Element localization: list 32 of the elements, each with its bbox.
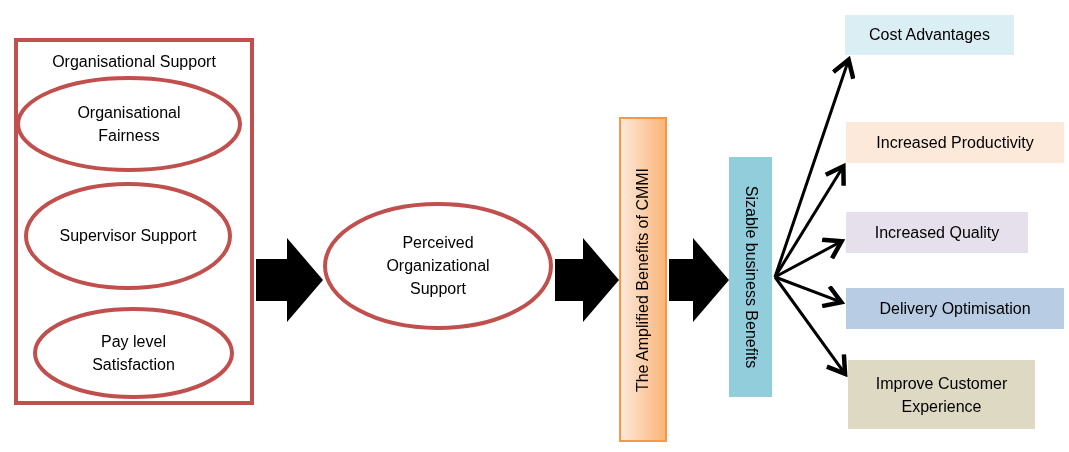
benefit-box	[846, 212, 1028, 253]
node-label: Pay level Satisfaction	[91, 331, 176, 375]
benefit-box	[846, 122, 1064, 163]
node-label: Delivery Optimisation	[878, 298, 1032, 319]
node-label: Cost Advantages	[868, 25, 991, 46]
arrow	[773, 163, 846, 278]
group-box	[14, 38, 254, 405]
block-arrow	[555, 238, 619, 322]
benefit-box	[848, 360, 1035, 429]
arrow	[773, 57, 856, 278]
node-label: Supervisor Support	[59, 226, 197, 247]
vertical-bar	[619, 117, 667, 442]
node-label: Sizable business Benefits	[741, 185, 761, 369]
ellipse-node	[24, 182, 232, 290]
benefit-box	[845, 15, 1014, 55]
ellipse-node	[16, 76, 242, 172]
vertical-bar	[729, 157, 772, 397]
block-arrow	[256, 238, 323, 322]
benefit-box	[846, 288, 1064, 329]
node-label: Perceived Organizational Support	[385, 233, 491, 300]
block-arrow	[669, 238, 729, 322]
node-label: Increased Quality	[873, 222, 1001, 243]
group-heading: Organisational Support	[51, 52, 217, 72]
node-label: The Amplified Benefits of CMMI	[633, 167, 653, 392]
ellipse-node	[323, 202, 553, 330]
arrow	[774, 275, 844, 309]
arrow	[774, 237, 844, 279]
node-label: Organisational Fairness	[76, 102, 182, 146]
ellipse-node	[33, 307, 234, 399]
node-label: Increased Productivity	[875, 132, 1035, 153]
node-label: Improve Customer Experience	[874, 373, 1009, 417]
arrow	[773, 276, 848, 377]
